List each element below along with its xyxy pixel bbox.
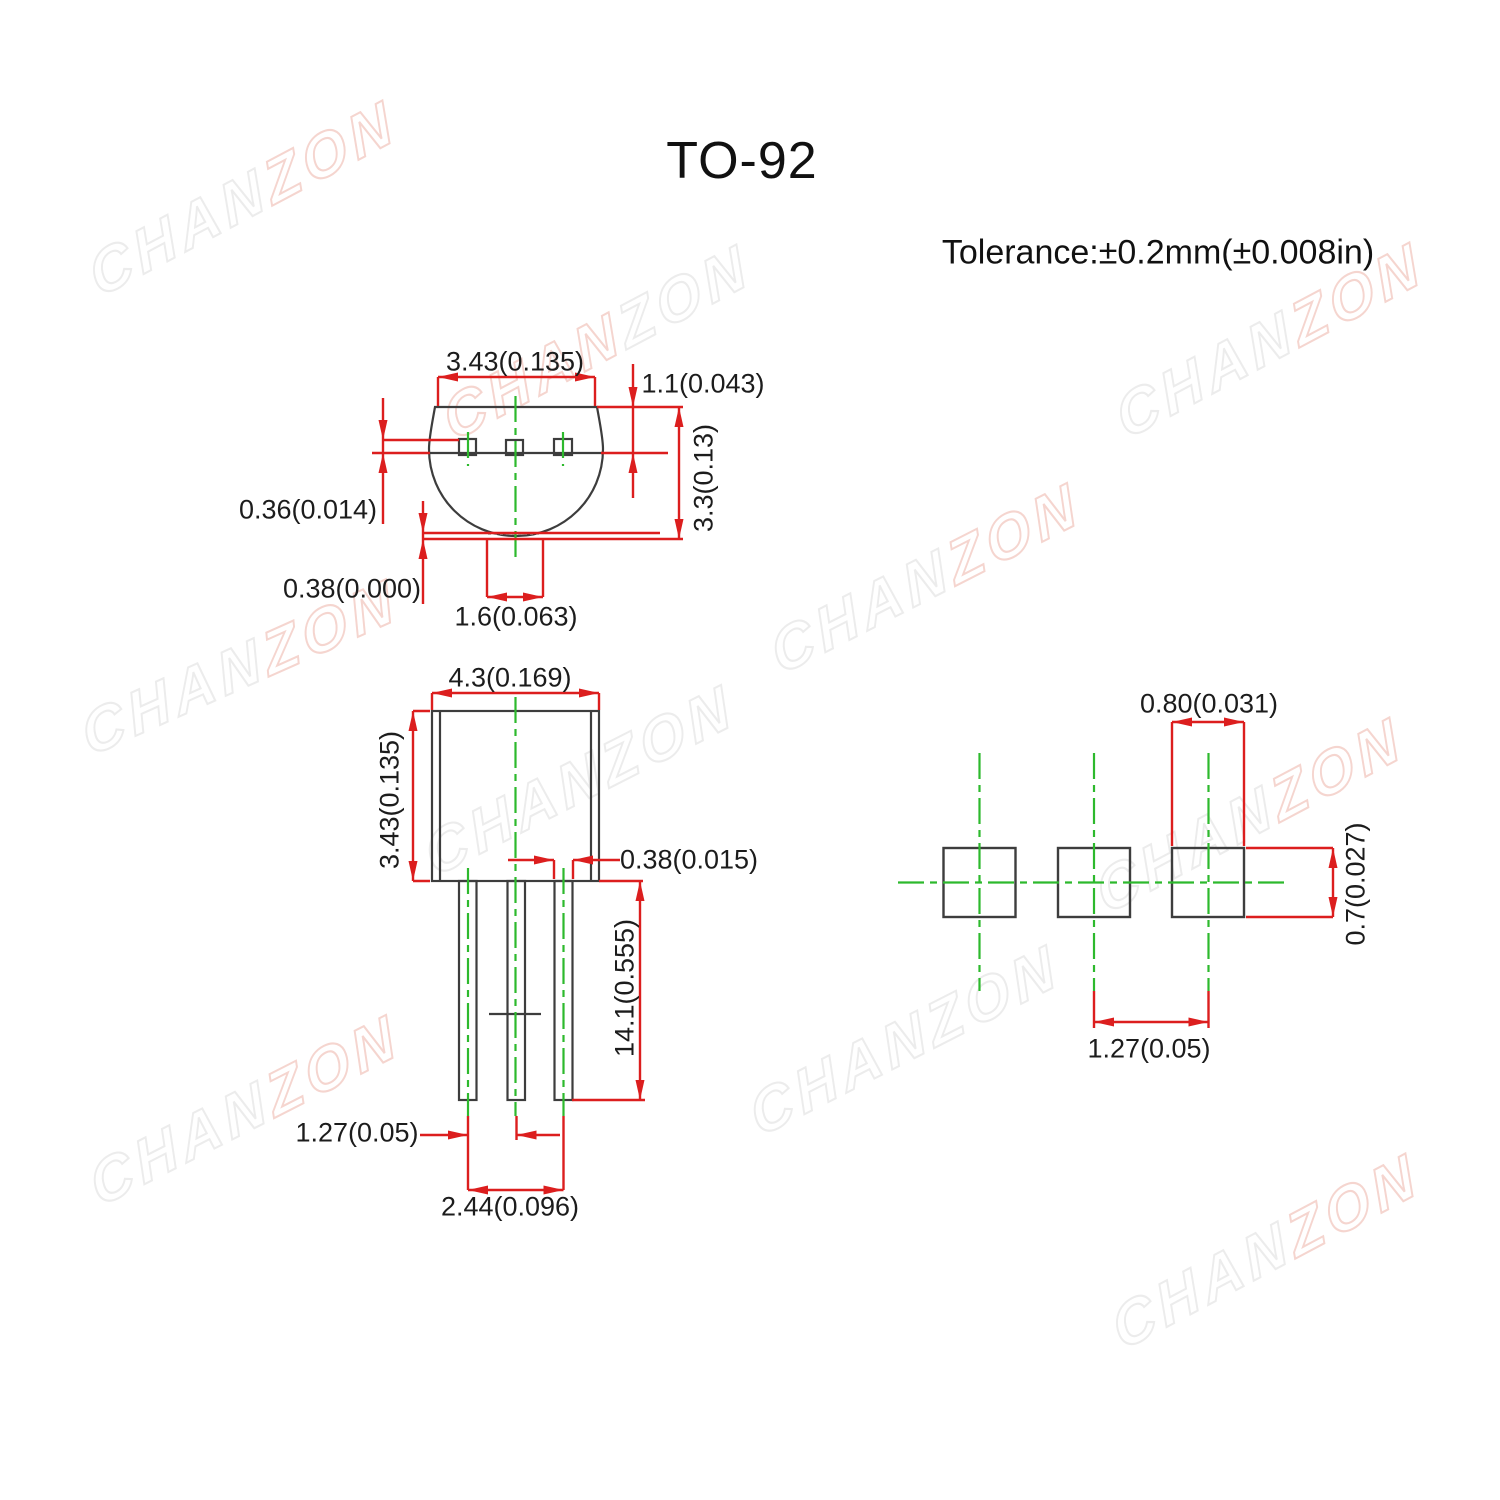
dim-front-lead-width: 0.38(0.015): [619, 844, 759, 875]
dim-front-lead-pitch: 1.27(0.05): [295, 1117, 419, 1148]
dim-top-tab-width: 1.6(0.063): [454, 601, 578, 632]
top-view-linework: [427, 405, 605, 538]
dim-section-lead-pitch: 1.27(0.05): [1087, 1033, 1211, 1064]
dim-section-lead-width: 0.80(0.031): [1139, 688, 1279, 719]
dim-front-lead-length: 14.1(0.555): [609, 918, 640, 1058]
dim-front-body-width: 4.3(0.169): [448, 662, 572, 693]
dimension-arrowheads: [378, 372, 1338, 1195]
dim-front-body-height: 3.43(0.135): [374, 730, 405, 870]
tolerance-note: Tolerance:±0.2mm(±0.008in): [941, 233, 1375, 272]
page-title: TO-92: [666, 132, 818, 190]
dim-top-lead-thickness: 0.36(0.014): [238, 494, 378, 525]
front-view-linework: [430, 709, 601, 1102]
dim-top-edge-to-leads: 1.1(0.043): [641, 368, 765, 399]
dim-top-body-width: 3.43(0.135): [445, 346, 585, 377]
dim-front-lead-span: 2.44(0.096): [440, 1191, 580, 1222]
dim-top-standoff: 0.38(0.000): [282, 573, 422, 604]
dim-section-lead-thickness: 0.7(0.027): [1340, 822, 1371, 946]
dim-top-body-depth: 3.3(0.13): [688, 423, 719, 533]
